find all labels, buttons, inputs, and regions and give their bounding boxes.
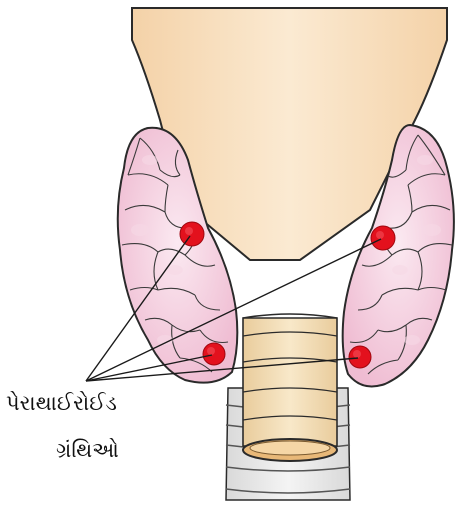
parathyroid-upper-left [180,222,204,246]
parathyroid-lower-right [349,346,371,368]
parathyroid-label-line2: ગ્રંથિઓ [56,440,119,461]
trachea [243,314,337,461]
parathyroid-lower-left [203,343,225,365]
parathyroid-label-line1: પેરાથાઈરોઈડ [6,393,117,414]
parathyroid-upper-right [371,226,395,250]
